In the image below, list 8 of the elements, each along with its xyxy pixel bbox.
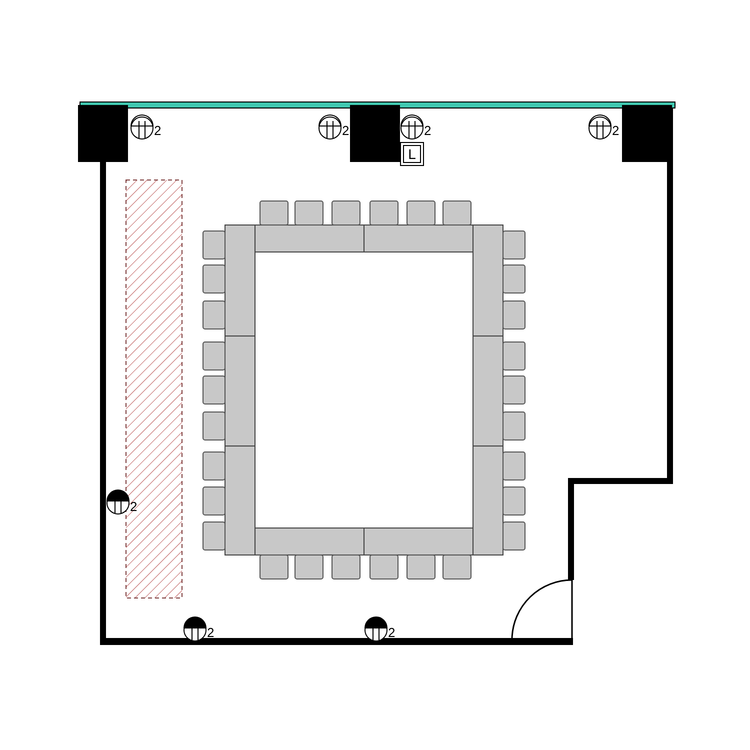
outlet-count-label: 2: [612, 124, 620, 138]
outlet-count-label: 2: [342, 124, 350, 138]
outlet-count-label: 2: [207, 626, 214, 640]
outlet-count-label: 2: [424, 124, 432, 138]
outlet-count-label: 2: [388, 626, 396, 640]
symbol-label: L: [403, 145, 421, 163]
outlet-count-label: 2: [130, 500, 138, 514]
outlet-count-label: 2: [154, 124, 162, 138]
